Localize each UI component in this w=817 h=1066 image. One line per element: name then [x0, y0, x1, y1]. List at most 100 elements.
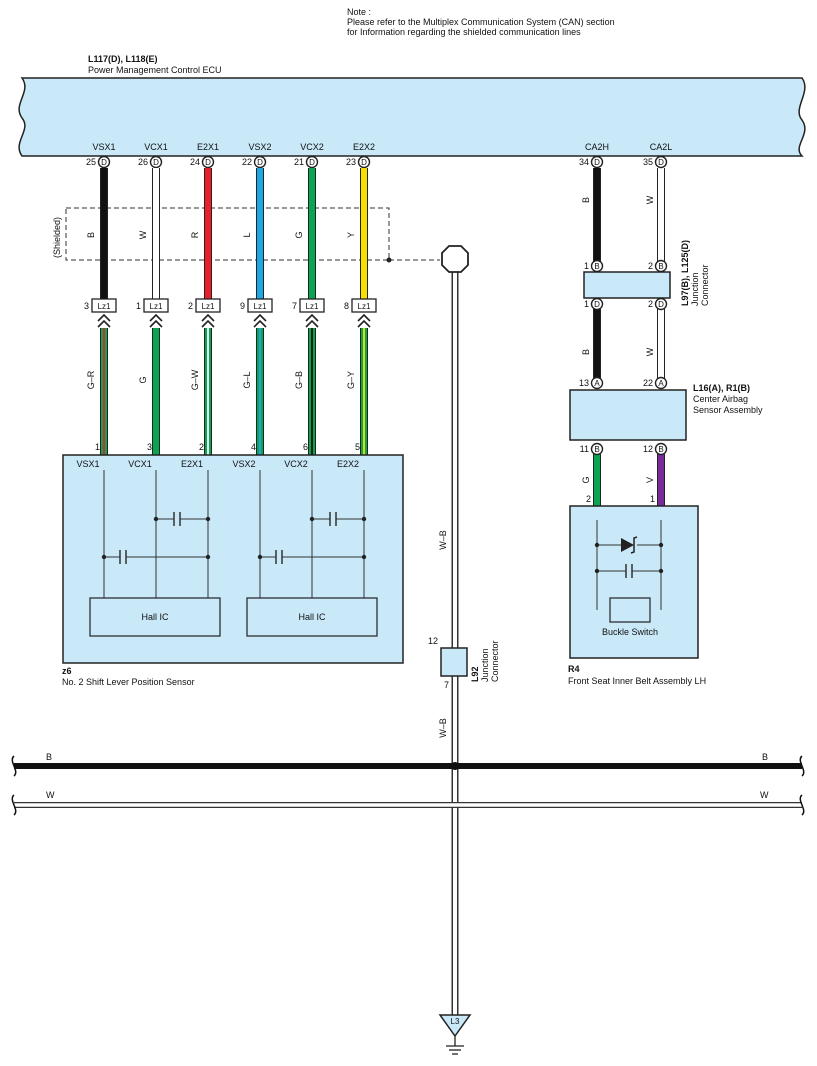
lz-connector-pin-2: 1 — [136, 301, 141, 311]
can-wire-top-code-1: B — [581, 197, 591, 203]
ecu-box — [18, 77, 806, 157]
upper-wire-code-5: G — [294, 231, 304, 238]
lbe-wire-code-2: V — [645, 477, 655, 483]
airbag-bot-num-1: 11 — [580, 444, 589, 454]
lower-wire-code-6: G–Y — [346, 371, 356, 389]
upper-wire-code-3: R — [190, 231, 200, 238]
belt-pin-num-2: 1 — [650, 494, 655, 504]
lbe-wire-code-1: G — [581, 476, 591, 483]
lz-chevron-icon-5 — [305, 313, 319, 328]
ecu-pin-num-7: 34 — [579, 157, 589, 167]
ecu-pin-6-letter: D — [361, 158, 367, 167]
zener-diode-icon — [621, 536, 638, 554]
ground-l3-code: L3 — [451, 1017, 460, 1026]
ecu-pin-4-circle — [253, 155, 267, 169]
shield-drain-dot — [386, 257, 392, 263]
can-wire-mid-code-2: W — [645, 347, 655, 356]
sensor-pin-num-6: 5 — [355, 442, 360, 452]
lz-connector-box-1 — [91, 298, 117, 313]
sensor-pin-name-3: E2X1 — [181, 459, 203, 469]
junction-l97-code: L97(B), L125(D) — [680, 240, 690, 306]
ecu-pin-num-4: 22 — [242, 157, 252, 167]
ecu-pin-4-letter: D — [257, 158, 263, 167]
bus-w-label-left: W — [46, 790, 55, 800]
ecu-pin-5-circle — [305, 155, 319, 169]
bus-b-label-left: B — [46, 752, 52, 762]
can-wire-top-code-2: W — [645, 195, 655, 204]
lz-connector-label-6: Lz1 — [358, 302, 371, 311]
lz-chevron-icon-1 — [97, 313, 111, 328]
lower-wire-code-5: G–B — [294, 371, 304, 389]
ground-icon — [446, 1036, 464, 1055]
ecu-pin-2-circle — [149, 155, 163, 169]
ecu-pin-name-7: CA2H — [585, 142, 609, 152]
ecu-pin-1-circle — [97, 155, 111, 169]
lz-connector-label-3: Lz1 — [202, 302, 215, 311]
lz-connector-pin-1: 3 — [84, 301, 89, 311]
upper-wire-code-4: L — [242, 232, 252, 237]
sensor-code: z6 — [62, 666, 72, 676]
junction-l97-bot-num-2: 2 — [648, 299, 653, 309]
lower-wire-code-4: G–L — [242, 371, 252, 388]
airbag-top-pin-2-letter: A — [658, 379, 664, 388]
belt-code: R4 — [568, 664, 580, 674]
junction-l97-desc1: Junction — [690, 272, 700, 306]
airbag-top-pin-1-letter: A — [594, 379, 600, 388]
lz-connector-label-5: Lz1 — [306, 302, 319, 311]
bus-b-line — [11, 755, 805, 777]
upper-wire-code-2: W — [138, 230, 148, 239]
sensor-pin-name-1: VSX1 — [76, 459, 99, 469]
ecu-pin-8-circle — [654, 155, 668, 169]
hall-ic-right-label: Hall IC — [298, 612, 326, 622]
ecu-pin-num-8: 35 — [643, 157, 653, 167]
airbag-bot-pin-2-circle — [654, 442, 668, 456]
ecu-pin-name-8: CA2L — [650, 142, 673, 152]
ecu-pin-5-letter: D — [309, 158, 315, 167]
hall-ic-right — [246, 597, 378, 637]
lower-wire-code-1: G–R — [86, 370, 96, 389]
shield-ground-octagon — [441, 245, 469, 273]
junction-l97-top-num-2: 2 — [648, 261, 653, 271]
note-line-1: Please refer to the Multiplex Communicat… — [347, 17, 615, 27]
sensor-pin-num-5: 6 — [303, 442, 308, 452]
ecu-pin-name-5: VCX2 — [300, 142, 324, 152]
junction-l92-pin-bot: 7 — [444, 680, 449, 690]
ecu-name: Power Management Control ECU — [88, 65, 222, 75]
bus-w-label-right: W — [760, 790, 769, 800]
ecu-pin-num-2: 26 — [138, 157, 148, 167]
junction-l92-desc2: Connector — [490, 640, 500, 682]
buckle-switch-box — [609, 597, 651, 623]
ecu-pin-name-2: VCX1 — [144, 142, 168, 152]
lz-chevron-icon-2 — [149, 313, 163, 328]
junction-l92-box — [440, 647, 468, 677]
ecu-pin-6-circle — [357, 155, 371, 169]
belt-junction-dots — [594, 542, 664, 574]
airbag-top-num-2: 22 — [643, 378, 653, 388]
ecu-pin-3-circle — [201, 155, 215, 169]
airbag-bot-num-2: 12 — [643, 444, 653, 454]
junction-l97-top-pin-2-letter: B — [658, 262, 663, 271]
lower-wire-code-2: G — [138, 376, 148, 383]
sensor-pin-name-2: VCX1 — [128, 459, 152, 469]
airbag-bot-pin-1-circle — [590, 442, 604, 456]
lz-connector-6: Lz1 8 — [344, 298, 377, 328]
ecu-pin-1-letter: D — [101, 158, 107, 167]
sensor-pin-name-5: VCX2 — [284, 459, 308, 469]
note-title: Note : — [347, 7, 371, 17]
note-line-2: for Information regarding the shielded c… — [347, 27, 581, 37]
junction-l92-code: L92 — [470, 666, 480, 682]
ecu-pin-7-circle — [590, 155, 604, 169]
ecu-pin-num-3: 24 — [190, 157, 200, 167]
bus-b-label-right: B — [762, 752, 768, 762]
junction-l97-top-pin-1-letter: B — [594, 262, 599, 271]
ecu-pin-name-6: E2X2 — [353, 142, 375, 152]
ecu-code: L117(D), L118(E) — [88, 54, 158, 64]
lz-chevron-icon-3 — [201, 313, 215, 328]
lz-connector-pin-6: 8 — [344, 301, 349, 311]
